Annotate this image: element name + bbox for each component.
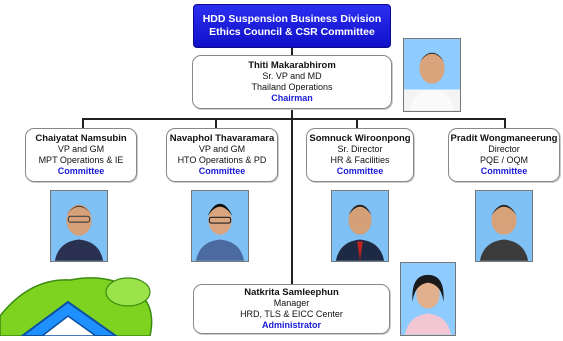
member-card-1: Chaiyatat Namsubin VP and GM MPT Operati… (25, 128, 137, 182)
administrator-title: Manager (273, 298, 310, 308)
member-dept: HR & Facilities (330, 155, 390, 165)
administrator-card: Natkrita Samleephun Manager HRD, TLS & E… (193, 284, 390, 334)
member-name: Chaiyatat Namsubin (35, 133, 127, 144)
member-title: Sr. Director (337, 144, 383, 154)
member-photo-3 (331, 190, 389, 262)
council-title-line2: Ethics Council & CSR Committee (209, 26, 375, 38)
member-title: VP and GM (57, 144, 105, 154)
member-photo-4 (475, 190, 533, 262)
administrator-role: Administrator (261, 320, 321, 330)
member-title: Director (488, 144, 520, 154)
connector-member-1 (82, 118, 84, 128)
chairman-card: Thiti Makarabhirom Sr. VP and MD Thailan… (192, 55, 392, 109)
member-dept: MPT Operations & IE (38, 155, 124, 165)
connector-horizontal-bus (82, 118, 506, 120)
member-dept: PQE / OQM (479, 155, 528, 165)
chairman-title: Sr. VP and MD (262, 71, 322, 81)
chairman-photo (403, 38, 461, 112)
member-role: Committee (336, 166, 384, 176)
administrator-name: Natkrita Samleephun (244, 287, 339, 298)
council-title-box: HDD Suspension Business Division Ethics … (193, 4, 391, 48)
member-photo-1 (50, 190, 108, 262)
connector-member-3 (356, 118, 358, 128)
connector-member-2 (215, 118, 217, 128)
connector-member-4 (504, 118, 506, 128)
logo-decoration (0, 268, 160, 337)
chairman-name: Thiti Makarabhirom (248, 60, 336, 71)
member-name: Pradit Wongmaneerung (450, 133, 558, 144)
chairman-dept: Thailand Operations (251, 82, 333, 92)
chairman-role: Chairman (271, 93, 313, 103)
member-card-4: Pradit Wongmaneerung Director PQE / OQM … (448, 128, 560, 182)
administrator-photo (400, 262, 456, 336)
member-name: Somnuck Wiroonpong (309, 133, 411, 144)
member-photo-2 (191, 190, 249, 262)
member-title: VP and GM (198, 144, 246, 154)
council-title-line1: HDD Suspension Business Division (202, 13, 382, 25)
connector-chairman-trunk (291, 109, 293, 284)
member-role: Committee (57, 166, 105, 176)
connector-title-chairman (291, 48, 293, 55)
member-dept: HTO Operations & PD (177, 155, 267, 165)
member-role: Committee (198, 166, 246, 176)
member-name: Navaphol Thavaramara (169, 133, 275, 144)
member-role: Committee (480, 166, 528, 176)
member-card-3: Somnuck Wiroonpong Sr. Director HR & Fac… (306, 128, 414, 182)
member-card-2: Navaphol Thavaramara VP and GM HTO Opera… (166, 128, 278, 182)
administrator-dept: HRD, TLS & EICC Center (240, 309, 343, 319)
